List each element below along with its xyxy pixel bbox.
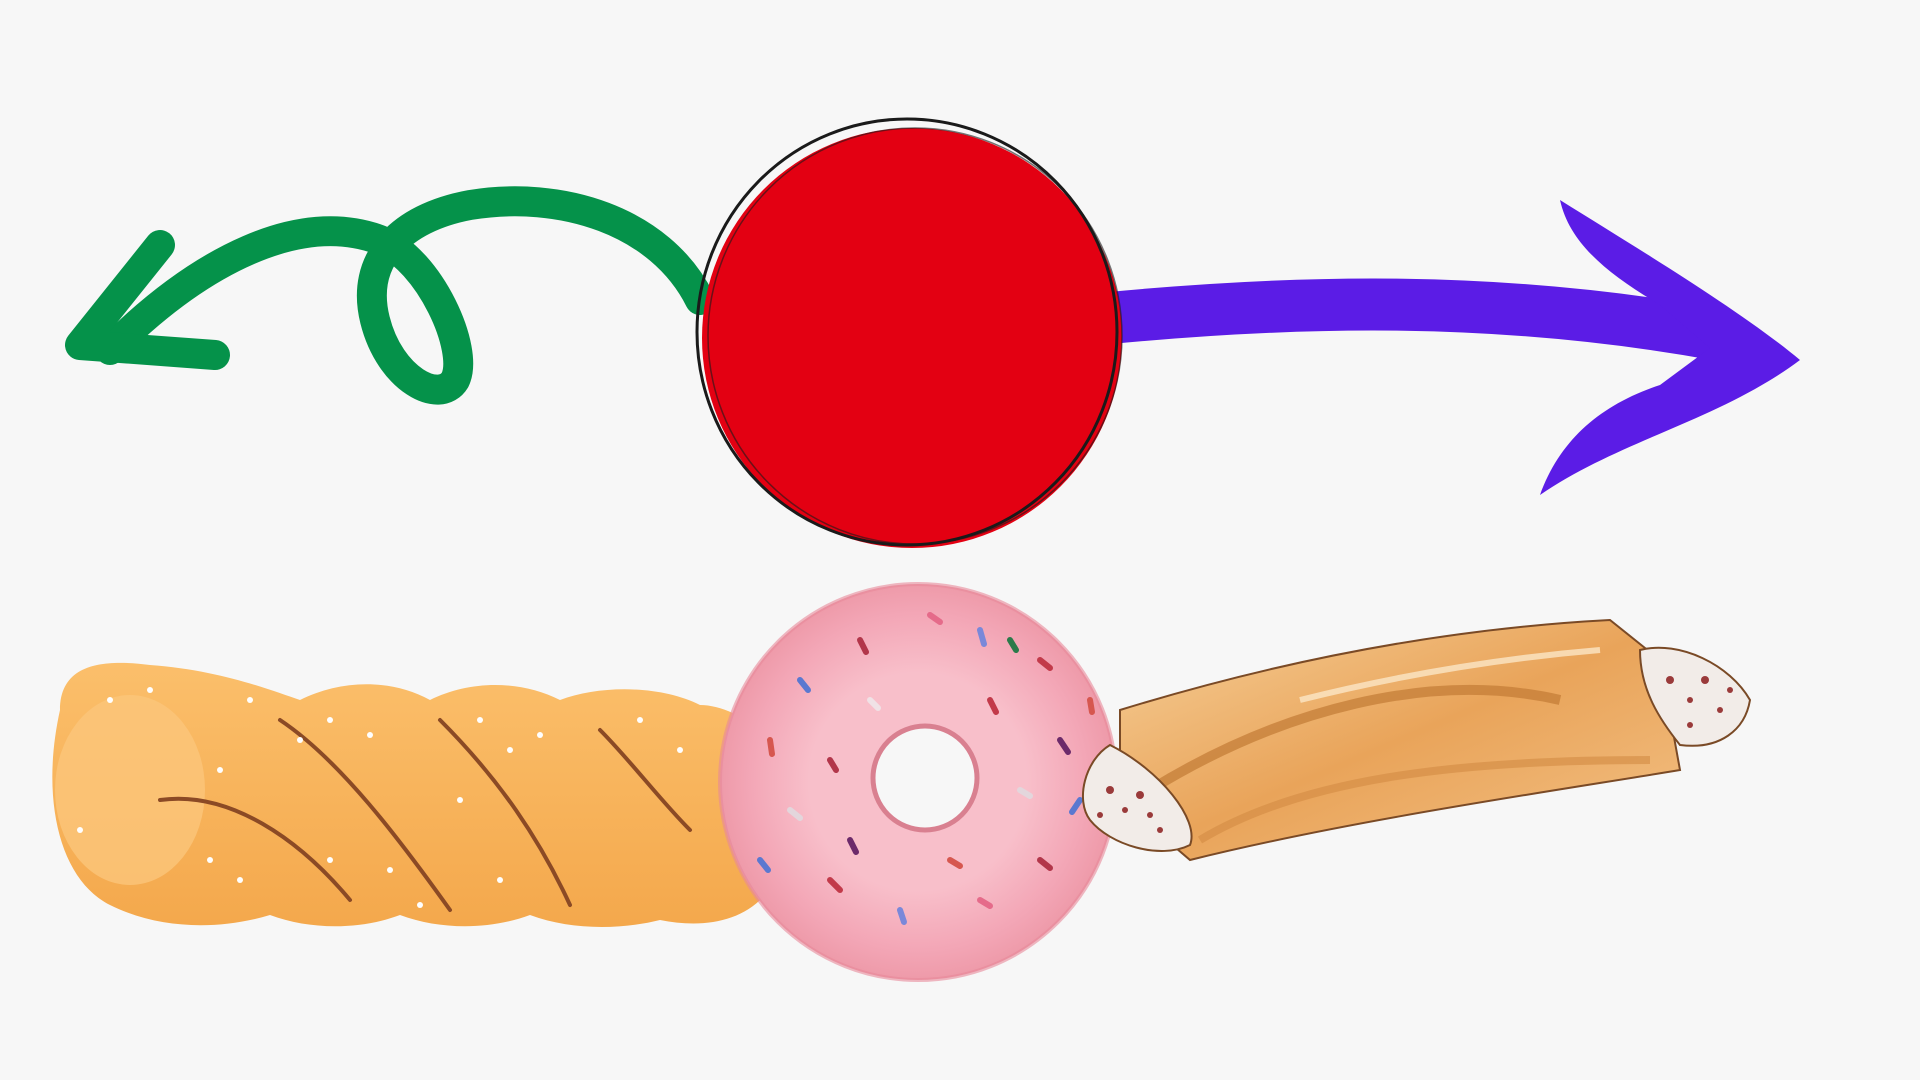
straight-arrow-icon (1084, 200, 1800, 495)
curly-arrow-icon (65, 186, 715, 405)
twisted-pretzel-illustration (52, 662, 780, 927)
pink-donut-illustration (718, 582, 1118, 982)
cannoli-illustration (1081, 618, 1752, 862)
red-circle (695, 117, 1123, 548)
